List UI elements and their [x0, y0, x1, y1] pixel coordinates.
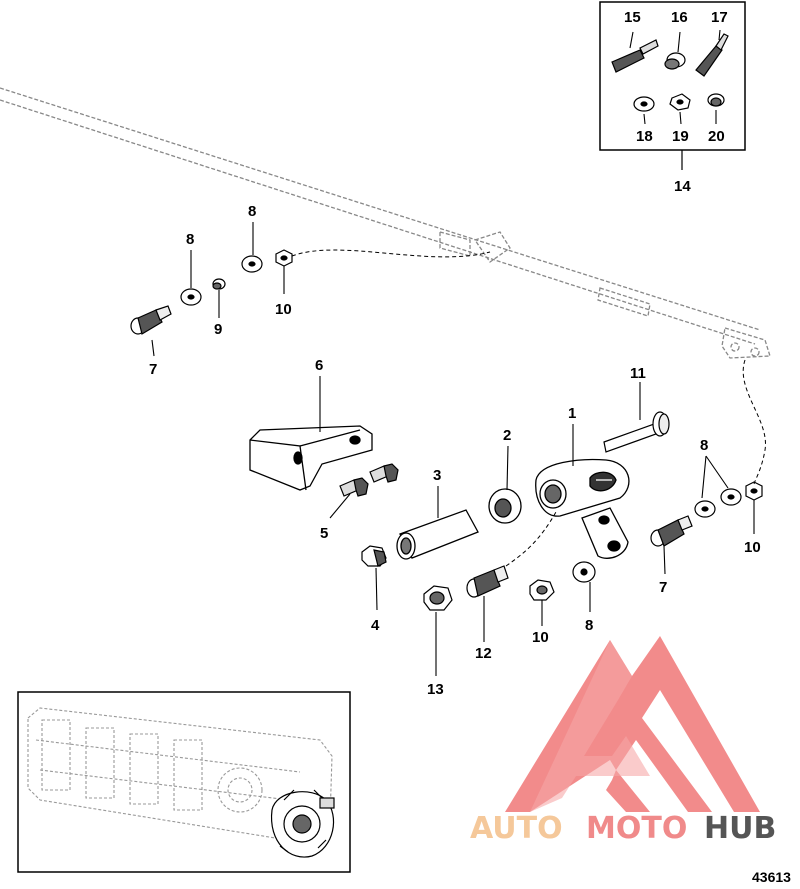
- callout-8: 8: [248, 203, 256, 220]
- callout-20: 20: [708, 128, 725, 145]
- stud-icon: [611, 39, 659, 73]
- throttle-body: [270, 789, 335, 858]
- callout-10: 10: [532, 629, 549, 646]
- callout-5: 5: [320, 525, 328, 542]
- nut-icon: [361, 545, 387, 567]
- callout-8: 8: [585, 617, 593, 634]
- sleeve-tube: [396, 509, 479, 560]
- nut-icon: [275, 249, 293, 267]
- callout-3: 3: [433, 467, 441, 484]
- watermark-auto: AUTO: [470, 811, 563, 846]
- bushing-icon: [707, 93, 725, 107]
- watermark-moto: MOTO: [586, 811, 687, 846]
- bolt-icon: [339, 477, 369, 497]
- callout-1: 1: [568, 405, 576, 422]
- washer-icon: [694, 500, 716, 518]
- connector-line: [505, 511, 557, 567]
- bolt-icon: [369, 463, 399, 483]
- callout-11: 11: [630, 365, 646, 382]
- ball-stud: [466, 565, 509, 598]
- callout-8: 8: [186, 231, 194, 248]
- watermark-hub: HUB: [704, 811, 776, 846]
- washer-icon: [633, 96, 655, 112]
- watermark-text: AUTO MOTO HUB: [470, 811, 776, 846]
- washer-icon: [180, 288, 202, 306]
- callout-8: 8: [700, 437, 708, 454]
- connector-line: [742, 359, 766, 485]
- callout-16: 16: [671, 9, 688, 26]
- callout-2: 2: [503, 427, 511, 444]
- mounting-bracket: [249, 425, 373, 491]
- watermark-logo: [505, 636, 760, 812]
- ball-stud-right: [650, 515, 693, 547]
- bushing-icon: [212, 278, 226, 290]
- throttle-lever: [535, 458, 630, 559]
- kit-box-14: [599, 1, 746, 170]
- callout-7: 7: [149, 361, 157, 378]
- callout-14: 14: [674, 178, 691, 195]
- leader-lines: [151, 29, 755, 676]
- washer-icon: [720, 488, 742, 506]
- callout-15: 15: [624, 9, 641, 26]
- bushing-icon: [664, 52, 686, 70]
- nut-icon: [529, 579, 555, 601]
- callout-17: 17: [711, 9, 728, 26]
- ball-stud-left: [130, 305, 172, 335]
- stud-icon: [695, 33, 729, 77]
- nut-icon: [745, 481, 763, 501]
- callout-10: 10: [275, 301, 292, 318]
- washer-icon: [572, 561, 596, 583]
- callout-18: 18: [636, 128, 653, 145]
- figure-number: 43613: [752, 869, 791, 885]
- location-inset: [17, 691, 351, 873]
- throttle-rod: [0, 87, 771, 359]
- callout-7: 7: [659, 579, 667, 596]
- washer-icon: [241, 255, 263, 273]
- bushing-icon: [488, 488, 522, 524]
- nut-icon: [423, 585, 453, 611]
- callout-9: 9: [214, 321, 222, 338]
- bolt-icon: [603, 411, 670, 453]
- callout-10: 10: [744, 539, 761, 556]
- connector-line: [291, 249, 491, 258]
- nut-icon: [669, 93, 691, 111]
- callout-13: 13: [427, 681, 444, 698]
- callout-19: 19: [672, 128, 689, 145]
- callout-12: 12: [475, 645, 492, 662]
- callout-4: 4: [371, 617, 380, 634]
- callout-6: 6: [315, 357, 323, 374]
